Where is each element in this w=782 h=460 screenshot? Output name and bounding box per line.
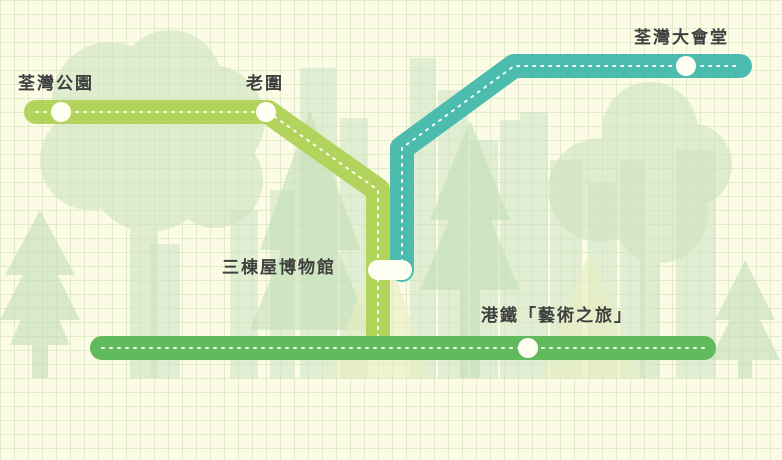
station-marker-tsuen-wan-town-hall[interactable] (676, 56, 696, 76)
station-marker-tsuen-wan-park[interactable] (51, 102, 71, 122)
station-marker-sam-tung-uk-museum[interactable] (368, 260, 412, 280)
teal-line-dots (401, 65, 741, 271)
stations (51, 56, 696, 358)
station-label-mtr-art: 港鐵「藝術之旅」 (481, 306, 633, 326)
pine-trees (0, 110, 780, 378)
station-marker-lo-wai[interactable] (256, 102, 276, 122)
station-marker-mtr-art[interactable] (518, 338, 538, 358)
station-label-sam-tung-uk-museum: 三棟屋博物館 (222, 258, 336, 278)
station-label-tsuen-wan-town-hall: 荃灣大會堂 (634, 28, 729, 48)
station-label-lo-wai: 老圍 (246, 74, 284, 94)
station-label-tsuen-wan-park: 荃灣公園 (18, 74, 94, 94)
